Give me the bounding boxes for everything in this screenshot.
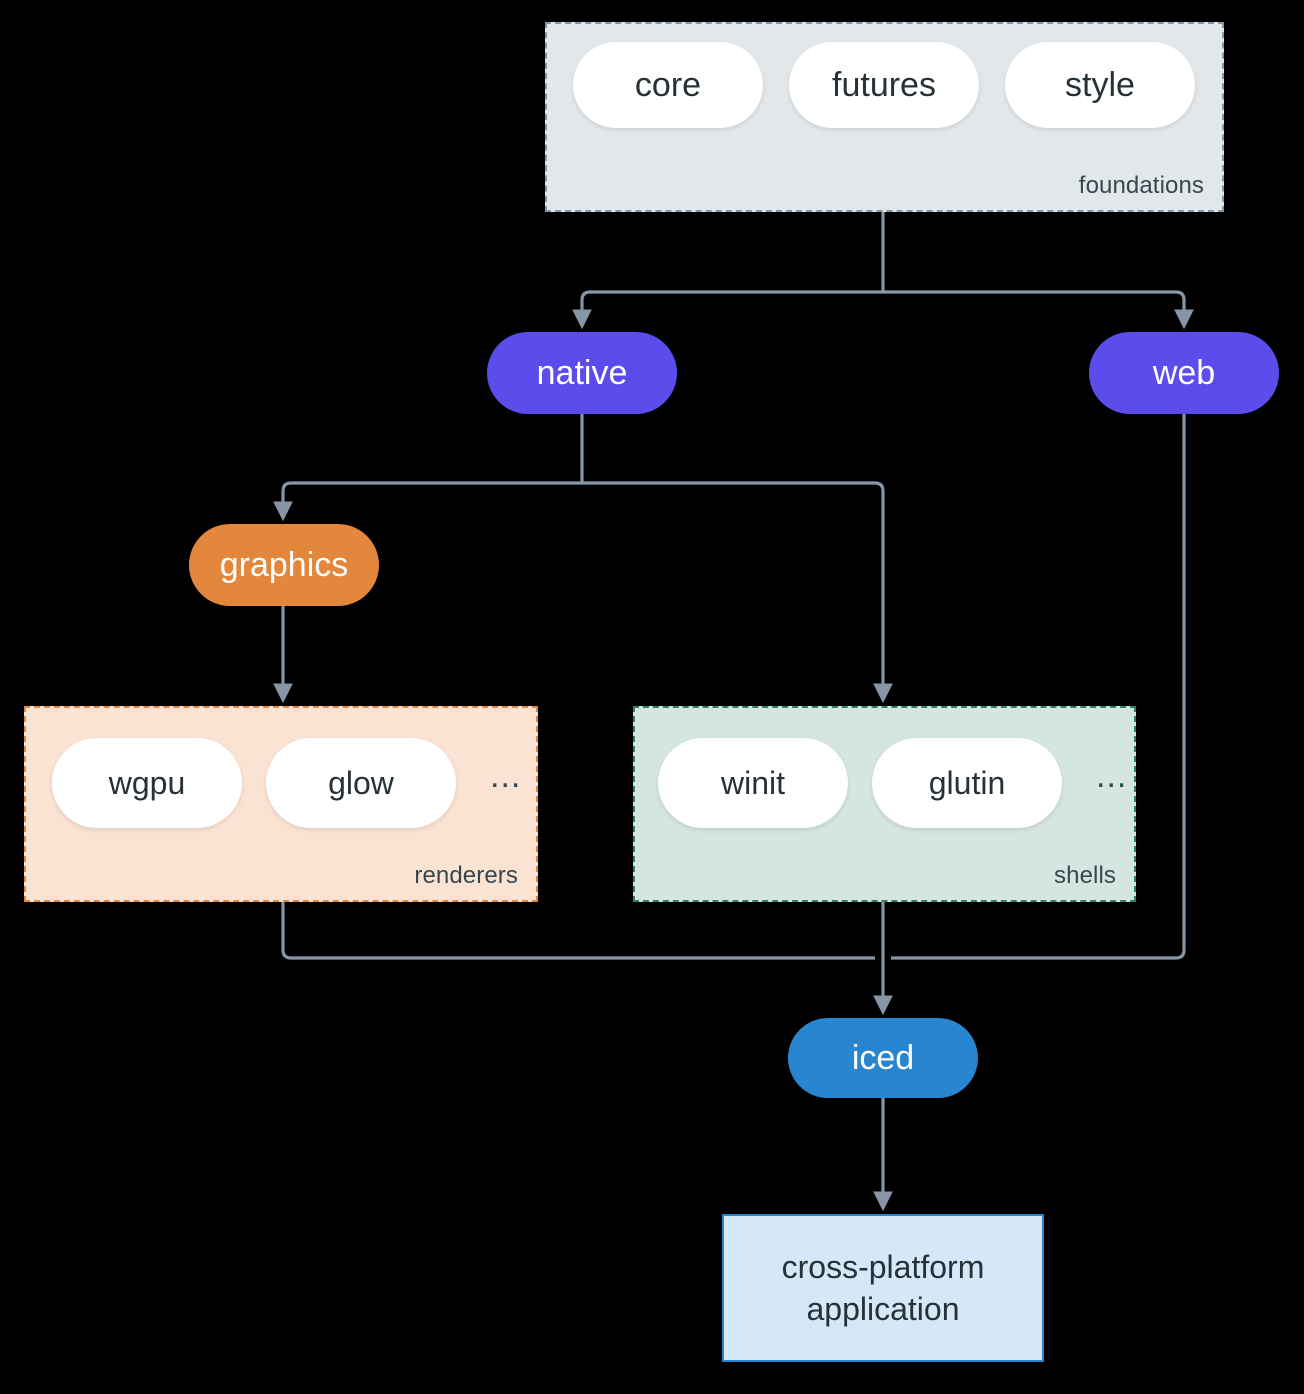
group-foundations-items: core futures style [573, 42, 1195, 128]
node-glow[interactable]: glow [266, 738, 456, 828]
edge-renderers-to-iced [281, 902, 875, 960]
node-cross-platform-application[interactable]: cross-platform application [722, 1214, 1044, 1362]
application-line-2: application [806, 1291, 960, 1327]
edge-foundations-to-native [572, 282, 885, 330]
group-shells: winit glutin ... shells [633, 706, 1136, 902]
node-graphics[interactable]: graphics [189, 524, 379, 606]
node-core[interactable]: core [573, 42, 763, 128]
node-glutin[interactable]: glutin [872, 738, 1062, 828]
application-line-1: cross-platform [781, 1248, 985, 1285]
renderers-ellipsis: ... [490, 757, 522, 795]
group-shells-label: shells [1054, 862, 1116, 889]
group-renderers-items: wgpu glow ... [52, 738, 527, 828]
node-native[interactable]: native [487, 332, 677, 414]
shells-ellipsis: ... [1096, 757, 1128, 795]
edge-native-to-shells [581, 481, 893, 704]
node-winit[interactable]: winit [658, 738, 848, 828]
node-web[interactable]: web [1089, 332, 1279, 414]
group-foundations-label: foundations [1078, 172, 1204, 199]
group-renderers: wgpu glow ... renderers [24, 706, 538, 902]
edge-foundations-to-web [883, 290, 1194, 330]
node-style[interactable]: style [1005, 42, 1195, 128]
edge-native-to-graphics [273, 474, 584, 522]
node-wgpu[interactable]: wgpu [52, 738, 242, 828]
group-foundations: core futures style foundations [545, 22, 1224, 212]
node-iced[interactable]: iced [788, 1018, 978, 1098]
group-shells-items: winit glutin ... [658, 738, 1133, 828]
group-renderers-label: renderers [414, 862, 518, 889]
node-futures[interactable]: futures [789, 42, 979, 128]
